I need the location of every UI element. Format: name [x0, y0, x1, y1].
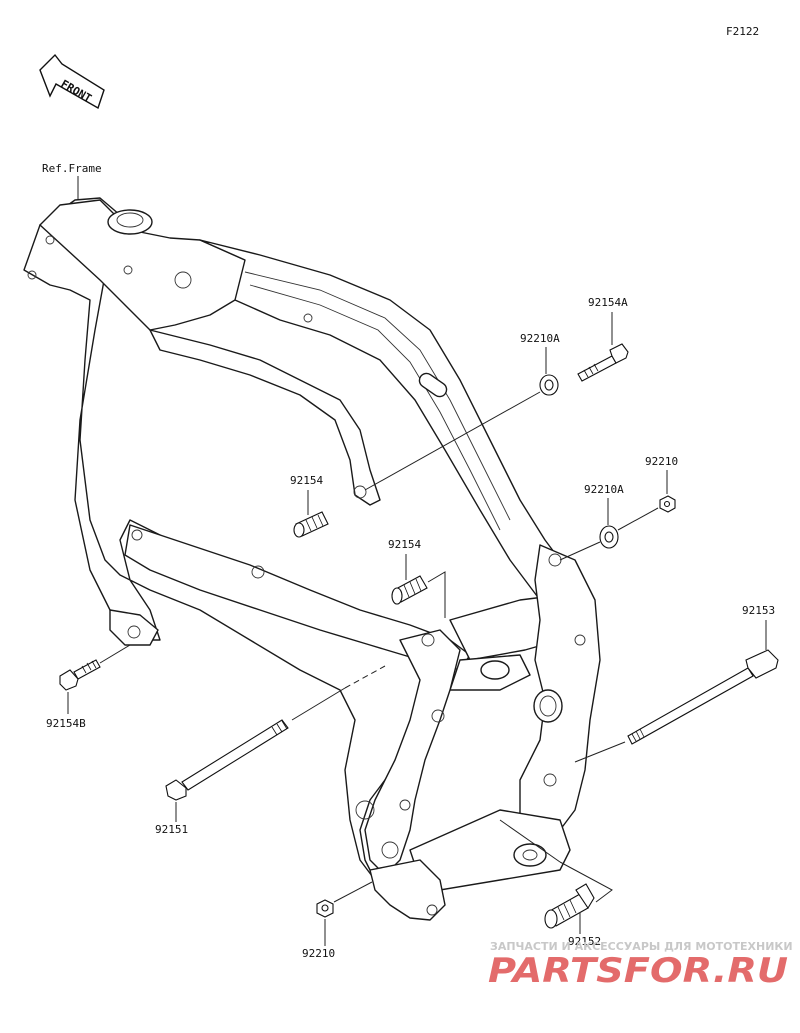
label-92210-bottom: 92210 — [302, 947, 335, 960]
sleeve-92154-upper — [293, 511, 329, 538]
bolt-92153 — [627, 649, 779, 745]
bolt-92154A — [577, 343, 629, 382]
label-92210A-top: 92210A — [520, 332, 560, 345]
axis-92153 — [574, 741, 626, 763]
sleeve-92152 — [544, 883, 595, 929]
axis-nut-bottom — [333, 881, 373, 903]
label-92154A: 92154A — [588, 296, 628, 309]
reference-label: Ref.Frame — [42, 162, 102, 175]
axis-92151-hidden — [344, 665, 386, 689]
collar-92210A-top — [539, 374, 559, 396]
axis-92154B — [99, 644, 131, 664]
label-92152: 92152 — [568, 935, 601, 948]
axis-92152-upper — [499, 819, 561, 863]
label-92154-upper: 92154 — [290, 474, 323, 487]
bolt-92151 — [165, 719, 289, 801]
front-arrow-icon: FRONT — [39, 53, 105, 110]
axis-nut-mid — [617, 507, 659, 531]
collar-92210A-mid — [599, 525, 619, 549]
label-92151: 92151 — [155, 823, 188, 836]
label-92154-mid: 92154 — [388, 538, 421, 551]
label-92154B: 92154B — [46, 717, 86, 730]
label-92210A-mid: 92210A — [584, 483, 624, 496]
axis-92151 — [291, 687, 346, 721]
axis-92152 — [559, 861, 613, 903]
watermark-logo: PARTSFOR.RU — [488, 951, 788, 991]
axis-mid-sleeve — [427, 571, 446, 618]
figure-code: F2122 — [726, 25, 759, 38]
nut-92210-bottom — [316, 899, 334, 918]
sleeve-92154-mid — [391, 575, 428, 605]
frame-drawing — [23, 197, 601, 921]
label-92153: 92153 — [742, 604, 775, 617]
label-92210: 92210 — [645, 455, 678, 468]
bolt-92154B — [59, 659, 101, 691]
axis-mid-mount — [559, 541, 601, 561]
nut-92210 — [659, 495, 676, 513]
watermark-caption: ЗАПЧАСТИ И АКСЕССУАРЫ ДЛЯ МОТОТЕХНИКИ — [490, 940, 793, 953]
axis-upper-mount — [364, 391, 541, 491]
